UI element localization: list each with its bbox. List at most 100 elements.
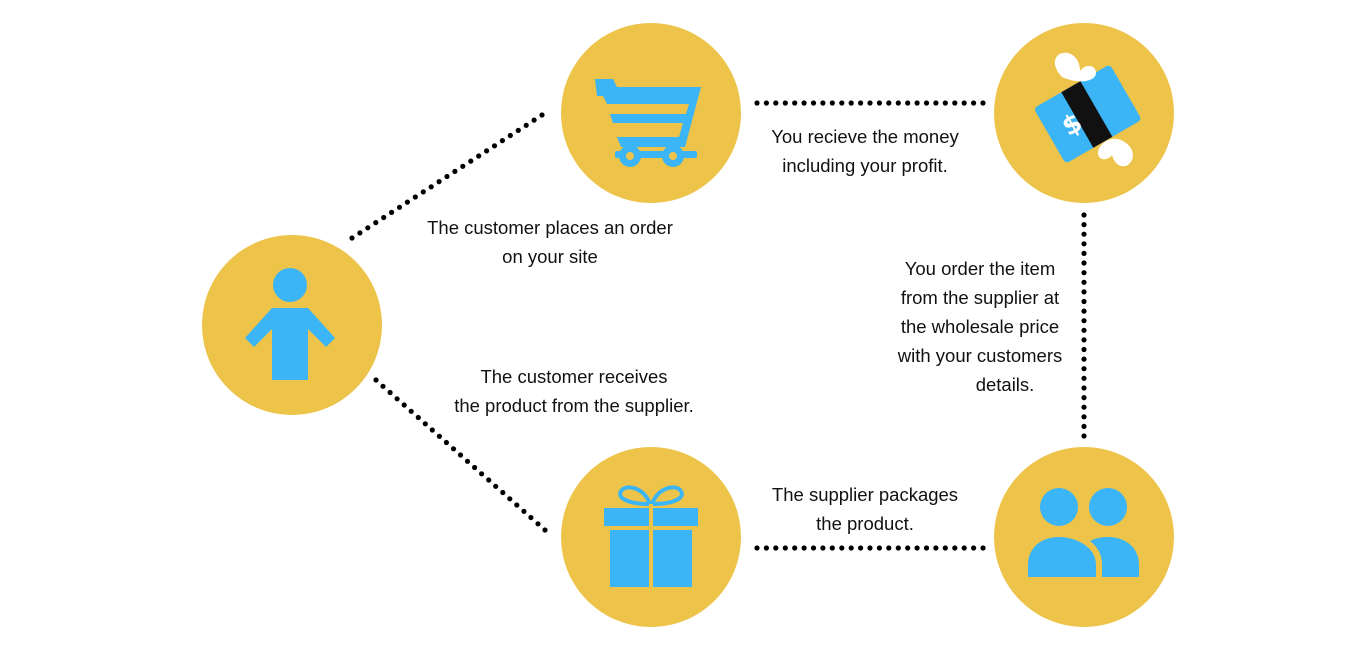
connector-dot <box>1081 385 1087 391</box>
person-icon <box>245 268 335 380</box>
label-customer-places-order: The customer places an order on your sit… <box>395 213 705 271</box>
connector-dot <box>773 545 779 551</box>
connector-dot <box>539 112 545 118</box>
connector-dot <box>858 100 864 106</box>
connector-dot <box>763 545 770 551</box>
connector-dot <box>507 496 513 502</box>
connector-dot <box>1081 356 1087 362</box>
customer-node <box>202 235 382 415</box>
connector-supplier-to-gift <box>754 545 986 551</box>
connector-dot <box>389 209 395 215</box>
connector-dot <box>886 100 892 106</box>
connector-dot <box>895 100 901 106</box>
gift-node <box>561 447 741 627</box>
connector-dot <box>980 100 986 106</box>
connector-dot <box>829 100 835 106</box>
connector-money-to-supplier <box>1081 212 1087 439</box>
label-line: The customer places an order <box>427 217 673 238</box>
gift-box-icon <box>604 485 698 587</box>
connector-dot <box>810 545 817 551</box>
connector-dot <box>763 100 770 106</box>
connector-dot <box>914 545 920 551</box>
connector-dot <box>1081 289 1087 295</box>
connector-dot <box>373 377 379 383</box>
connector-dot <box>980 545 986 551</box>
connector-dot <box>408 408 414 414</box>
connector-dot <box>507 132 513 139</box>
connector-dot <box>1081 346 1087 353</box>
connector-dot <box>514 502 520 508</box>
connector-dot <box>472 464 478 471</box>
connector-dot <box>773 100 779 106</box>
connector-dot <box>523 122 529 128</box>
connector-dot <box>528 514 534 521</box>
connector-dot <box>1081 404 1087 410</box>
connector-dot <box>801 100 807 106</box>
connector-customer-to-cart <box>349 112 545 241</box>
connector-dot <box>394 396 400 402</box>
connector-dot <box>1081 279 1087 285</box>
connector-dot <box>365 225 371 231</box>
connector-gift-to-customer <box>373 377 548 533</box>
connector-cart-to-money <box>754 100 986 106</box>
connector-dot <box>782 545 788 551</box>
flying-money-icon: $ <box>1035 52 1141 167</box>
connector-dot <box>820 545 826 551</box>
connector-dot <box>373 220 379 226</box>
connector-dot <box>486 477 492 483</box>
label-line: from the supplier at <box>900 287 1060 308</box>
connector-dot <box>1081 270 1087 276</box>
money-node: $ <box>994 23 1174 203</box>
connector-dot <box>531 117 537 123</box>
connector-dot <box>420 189 426 195</box>
connector-dot <box>952 100 958 106</box>
connector-dot <box>971 100 977 106</box>
connector-dot <box>1081 395 1087 401</box>
label-line: the product. <box>816 513 914 534</box>
connector-dot <box>952 545 958 551</box>
label-customer-receives: The customer receives the product from t… <box>418 362 730 420</box>
connector-dot <box>1081 212 1087 218</box>
connector-dot <box>1081 260 1087 266</box>
connector-dot <box>493 483 499 489</box>
connector-dot <box>886 545 892 551</box>
connector-dot <box>479 471 485 477</box>
connector-dot <box>848 100 854 106</box>
connector-dot <box>444 173 450 180</box>
label-order-from-supplier: You order the item from the supplier at … <box>875 254 1085 399</box>
connector-dot <box>499 138 505 144</box>
label-line: You recieve the money <box>771 126 959 147</box>
connector-dot <box>867 100 873 106</box>
connector-dot <box>476 153 482 159</box>
connector-dot <box>468 158 474 164</box>
connector-dot <box>1081 375 1087 381</box>
connector-dot <box>876 545 883 551</box>
connector-dot <box>1081 433 1087 439</box>
connector-dot <box>914 100 920 106</box>
connector-dot <box>867 545 873 551</box>
cart-node <box>561 23 741 203</box>
connector-dot <box>415 414 421 421</box>
connector-dot <box>961 545 967 551</box>
shopping-cart-icon <box>595 79 701 167</box>
label-supplier-packages: The supplier packages the product. <box>745 480 985 538</box>
connector-dot <box>876 100 883 106</box>
connector-dot <box>401 402 407 408</box>
connector-dot <box>464 458 471 464</box>
connector-dot <box>422 421 428 427</box>
connector-dot <box>1081 337 1087 343</box>
connector-dot <box>810 100 817 106</box>
connector-dot <box>933 100 939 106</box>
connector-dot <box>801 545 807 551</box>
connector-dot <box>436 179 442 185</box>
connector-dot <box>412 194 418 200</box>
connector-dot <box>1081 250 1087 256</box>
connector-dot <box>792 545 798 551</box>
connector-dot <box>357 230 363 236</box>
connector-dot <box>1081 327 1087 333</box>
supplier-node <box>994 447 1174 627</box>
connector-dot <box>905 100 911 106</box>
connector-dot <box>521 508 527 514</box>
connector-dot <box>396 204 403 210</box>
